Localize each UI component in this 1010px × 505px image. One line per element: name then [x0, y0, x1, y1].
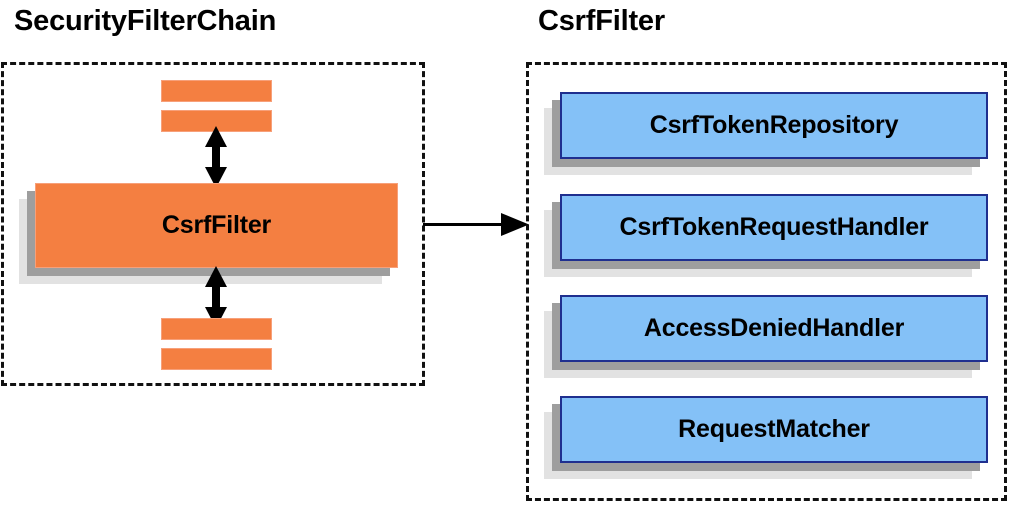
node-face: CsrfTokenRepository: [560, 92, 988, 159]
node-label: CsrfFilter: [161, 211, 272, 239]
panel-csrf-filter: [526, 62, 1007, 501]
node-label: RequestMatcher: [678, 415, 870, 443]
node-face: AccessDeniedHandler: [560, 295, 988, 362]
panel-title-security-filter-chain: SecurityFilterChain: [14, 5, 277, 37]
node-face: CsrfFilter: [35, 183, 398, 268]
filter-chain-lower-arrow: [202, 266, 230, 328]
node-csrf-filter[interactable]: CsrfFilter: [19, 183, 398, 284]
panel-title-csrf-filter: CsrfFilter: [538, 5, 665, 37]
filter-bar-bottom-2: [161, 348, 272, 370]
node-csrf-token-request-handler[interactable]: CsrfTokenRequestHandler: [544, 194, 988, 277]
node-label: AccessDeniedHandler: [643, 314, 905, 342]
node-csrf-token-repository[interactable]: CsrfTokenRepository: [544, 92, 988, 175]
node-face: CsrfTokenRequestHandler: [560, 194, 988, 261]
node-access-denied-handler[interactable]: AccessDeniedHandler: [544, 295, 988, 378]
node-label: CsrfTokenRequestHandler: [619, 213, 929, 241]
node-label: CsrfTokenRepository: [649, 111, 899, 139]
node-request-matcher[interactable]: RequestMatcher: [544, 396, 988, 479]
filter-bar-bottom-1: [161, 318, 272, 340]
filter-chain-upper-arrow: [202, 126, 230, 188]
node-face: RequestMatcher: [560, 396, 988, 463]
csrf-filter-expand-arrow: [423, 213, 529, 237]
filter-bar-top-1: [161, 80, 272, 102]
